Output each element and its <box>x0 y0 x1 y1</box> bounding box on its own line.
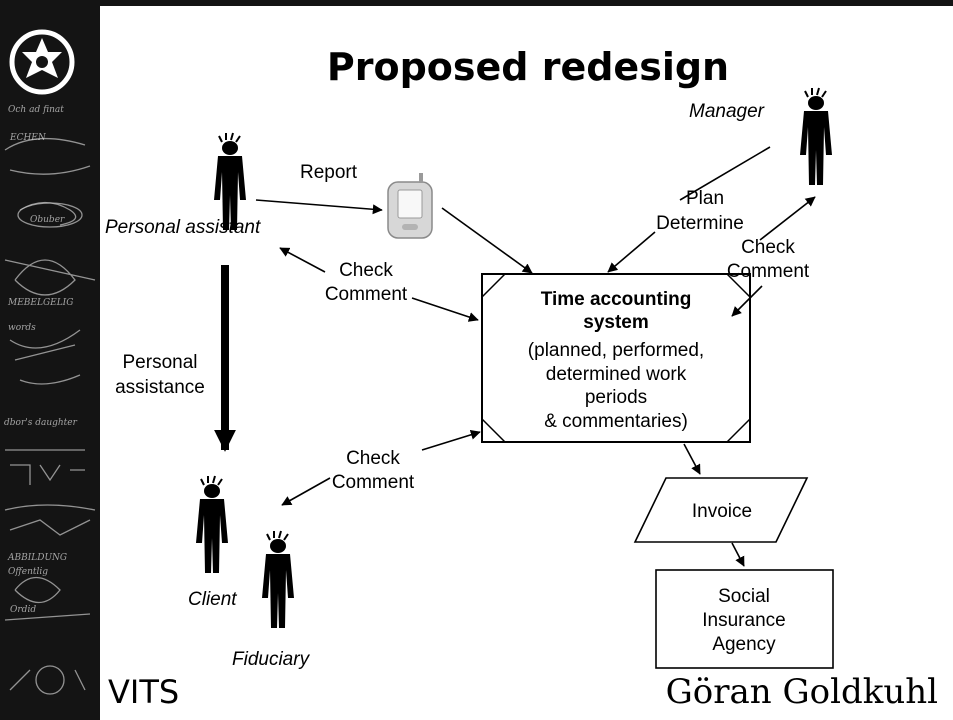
manager-figure <box>800 87 832 185</box>
chalk-text: Och ad finat <box>8 105 64 115</box>
check-label-top: Check <box>339 260 393 281</box>
chalk-text: MEBELGELIG <box>7 298 73 308</box>
manager-label: Manager <box>689 101 765 122</box>
footer-author: Göran Goldkuhl <box>666 672 938 712</box>
comment-to-system-arrow <box>411 297 479 322</box>
report-label: Report <box>300 162 358 183</box>
time-accounting-system-box: Time accounting system (planned, perform… <box>481 273 751 443</box>
page-title: Proposed redesign <box>327 45 729 89</box>
client-label: Client <box>188 589 237 610</box>
personal-label: Personal <box>123 352 198 373</box>
fiduciary-label: Fiduciary <box>232 649 311 670</box>
personal-assistant-figure <box>214 132 246 230</box>
comment-to-system-arrow-right <box>731 285 763 317</box>
check-to-client-arrow <box>281 477 331 506</box>
agency-line: Agency <box>712 634 776 655</box>
plan-to-system-arrow <box>607 231 656 273</box>
invoice-label: Invoice <box>692 501 752 522</box>
sidebar-chalkboard: Och ad finat ECHEN Obuber MEBELGELIG wor… <box>0 0 100 720</box>
footer-vits: VITS <box>108 673 179 711</box>
check-to-assistant-arrow <box>279 247 326 273</box>
determine-label: Determine <box>656 213 744 234</box>
system-body-line: & commentaries) <box>544 411 688 432</box>
system-body-line: (planned, performed, <box>528 340 704 361</box>
invoice-document: Invoice <box>633 477 809 543</box>
system-body-line: periods <box>585 387 647 408</box>
manager-line <box>679 146 771 201</box>
system-title-line: Time accounting <box>541 289 692 310</box>
pda-device-icon <box>387 173 433 239</box>
comment-label-top: Comment <box>325 284 408 305</box>
check-label-right: Check <box>741 237 795 258</box>
chalk-text: Offentlig <box>8 567 48 577</box>
personal-assistant-label: Personal assistant <box>105 217 261 238</box>
device-to-system-arrow <box>441 207 533 274</box>
university-logo-icon <box>9 29 75 95</box>
comment-label-right: Comment <box>727 261 810 282</box>
agency-line: Social <box>718 586 770 607</box>
chalk-text: ECHEN <box>9 133 47 143</box>
comment-label-bottom: Comment <box>332 472 415 493</box>
social-insurance-agency-box: Social Insurance Agency <box>655 569 834 669</box>
chalkboard-art: Och ad finat ECHEN Obuber MEBELGELIG wor… <box>4 29 96 695</box>
system-title-line: system <box>583 312 649 333</box>
plan-label: Plan <box>686 188 724 209</box>
client-figure <box>196 475 228 573</box>
fiduciary-figure <box>262 530 294 628</box>
chalk-text: Ordid <box>10 605 36 615</box>
check-label-bottom: Check <box>346 448 400 469</box>
chalk-text: words <box>8 323 36 333</box>
agency-line: Insurance <box>702 610 785 631</box>
comment-to-system-arrow-bottom <box>421 429 481 451</box>
chalk-text: Obuber <box>30 215 65 225</box>
check-to-manager-arrow <box>759 196 816 241</box>
chalk-text: dbor's daughter <box>4 418 78 428</box>
chalk-text: ABBILDUNG <box>7 553 67 563</box>
system-to-invoice-arrow <box>683 443 701 475</box>
top-border <box>100 0 953 6</box>
assistance-label: assistance <box>115 377 205 398</box>
report-arrow <box>255 199 383 215</box>
system-body-line: determined work <box>546 364 687 385</box>
invoice-to-agency-arrow <box>731 542 745 567</box>
